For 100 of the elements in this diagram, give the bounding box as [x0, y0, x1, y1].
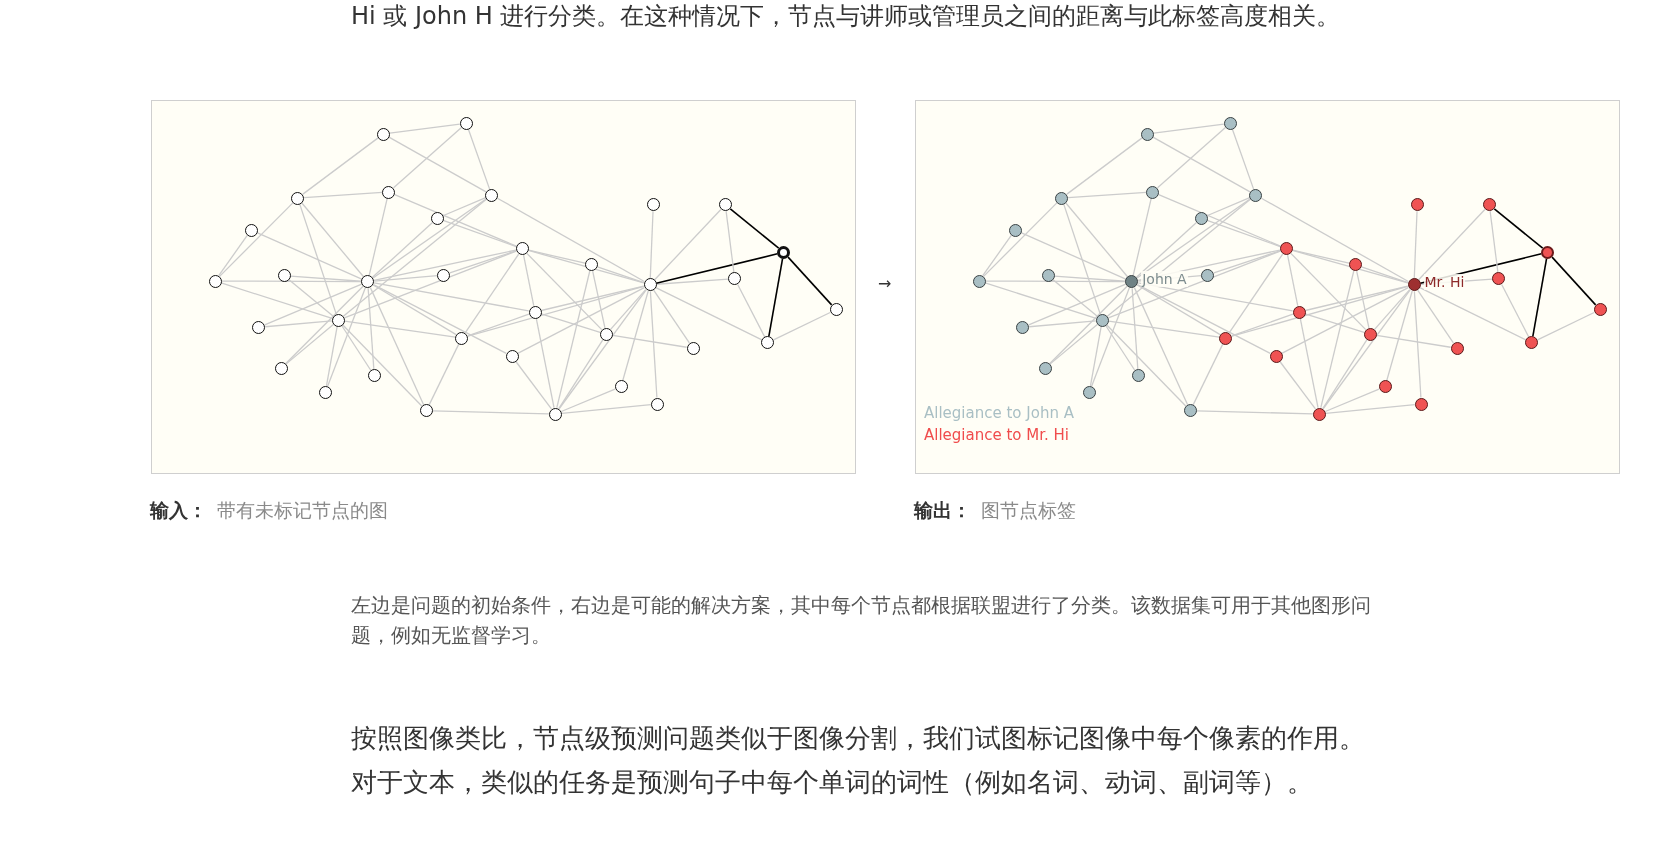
edge-line [1053, 275, 1126, 282]
graph-node [1140, 127, 1154, 141]
graph-node [1269, 349, 1283, 363]
edge-line [464, 253, 520, 334]
edge-line [609, 288, 647, 331]
edge-line [256, 232, 363, 280]
caption-text: 图节点标签 [981, 498, 1076, 523]
edge-line [299, 203, 337, 315]
graph-node [761, 336, 775, 350]
graph-node [718, 198, 732, 212]
edge-line [612, 334, 688, 348]
graph-node [1249, 188, 1263, 202]
edge-line [284, 285, 364, 365]
edge-line [1052, 279, 1098, 317]
edge-line [1325, 404, 1416, 414]
edge-line [389, 123, 461, 134]
edge-line [1532, 257, 1548, 338]
graph-node [1041, 269, 1055, 283]
graph-node [459, 116, 473, 130]
edge-line [1413, 210, 1418, 279]
edge-line [1279, 360, 1317, 410]
edge-line [535, 317, 555, 409]
paragraph-text: 左边是问题的初始条件，右边是可能的解决方案，其中每个节点都根据联盟进行了分类。该数据集可用于其他图形问题，例如无监督学习。 [351, 593, 1372, 649]
edge-line [527, 249, 645, 284]
edge-line [1322, 339, 1368, 410]
graph-node [376, 127, 390, 141]
edge-line [1324, 388, 1380, 413]
graph-node [505, 349, 519, 363]
edge-line [982, 201, 1058, 278]
edge-line [1489, 210, 1499, 273]
edge-line [371, 222, 433, 278]
edge-line [1135, 222, 1197, 278]
graph-node [1541, 245, 1555, 259]
graph-node [1414, 397, 1428, 411]
graph-node [515, 242, 529, 256]
edge-line [344, 320, 456, 338]
graph-node [252, 320, 266, 334]
graph-node [1131, 369, 1145, 383]
edge-line [303, 191, 383, 199]
legend-label: Allegiance to John A [924, 404, 1074, 422]
graph-node [382, 185, 396, 199]
graph-node [728, 272, 742, 286]
edge-line [1105, 325, 1136, 371]
edge-line [655, 286, 763, 341]
edge-line [526, 252, 603, 331]
edge-line [288, 279, 334, 317]
edge-line [517, 287, 645, 354]
graph-node [455, 331, 469, 345]
edge-line [649, 210, 654, 279]
edge-line [327, 287, 366, 387]
edge-line [342, 324, 423, 407]
edge-line [1133, 286, 1189, 406]
edge-line [1281, 287, 1409, 354]
edge-line [264, 320, 333, 328]
edge-line [367, 287, 375, 370]
edge-line [1493, 208, 1544, 249]
edge-line [1028, 283, 1127, 326]
graph-node [361, 275, 375, 289]
paragraph-text: Hi 或 John H 进行分类。在这种情况下，节点与讲师或管理员之间的距离与此标签高度相关。 [351, 1, 1341, 32]
graph-node [777, 245, 791, 259]
edge-line [1020, 232, 1127, 280]
edge-line [515, 360, 553, 410]
edge-line [1153, 123, 1225, 134]
edge-line [218, 201, 294, 278]
graph-node [274, 361, 288, 375]
edge-line [1419, 286, 1527, 341]
edge-line [528, 249, 586, 264]
paragraph-text: 按照图像类比，节点级预测问题类似于图像分割，我们试图标记图像中每个像素的作用。对于文本，类似的任务是预测句子中每个单词的词性（例如名词、动词、副词等）。 [351, 722, 1366, 799]
edge-line [1106, 198, 1252, 317]
graph-node [1363, 327, 1377, 341]
graph-node [367, 369, 381, 383]
edge-line [1413, 290, 1422, 399]
edge-line [622, 290, 649, 382]
edge-line [302, 137, 379, 195]
edge-line [1231, 313, 1294, 337]
graph-node [1348, 258, 1362, 272]
edge-line [556, 270, 591, 409]
graph-node [1410, 198, 1424, 212]
edge-line [467, 128, 491, 190]
graph-node [318, 385, 332, 399]
edge-line [1260, 197, 1409, 283]
edge-line [1206, 219, 1281, 248]
edge-line [737, 283, 766, 338]
edge-line [1417, 208, 1486, 281]
edge-line [373, 274, 438, 282]
edge-line [289, 275, 362, 282]
graph-node [244, 223, 258, 237]
edge-line [1048, 285, 1128, 365]
graph-node [1194, 211, 1208, 225]
graph-node [686, 341, 700, 355]
graph-panel [915, 100, 1620, 474]
edge-line [369, 286, 425, 406]
edge-line [655, 253, 779, 284]
graph-node [1450, 341, 1464, 355]
edge-line [394, 193, 517, 247]
edge-line [1231, 285, 1409, 337]
edge-line [558, 339, 604, 410]
edge-line [1107, 250, 1281, 319]
graph-node [437, 268, 451, 282]
graph-node [1279, 242, 1293, 256]
